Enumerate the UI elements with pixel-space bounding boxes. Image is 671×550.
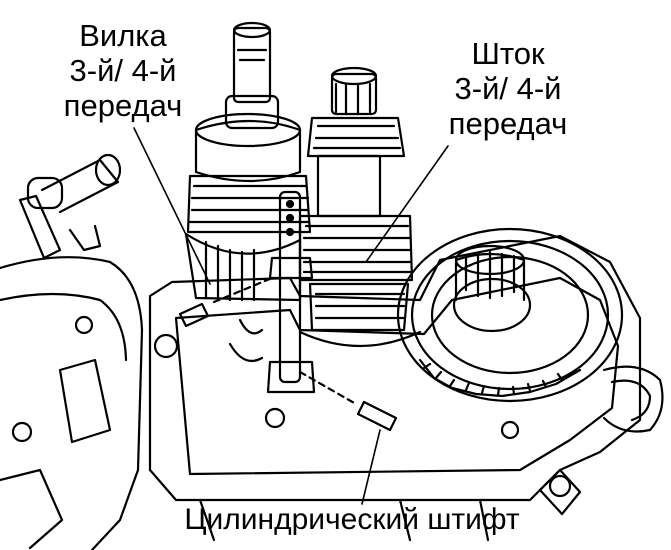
differential-ring-gear	[396, 227, 624, 403]
cylindrical-pin-label: Цилиндрический штифт	[184, 503, 520, 536]
shift-rod-label-line-2: 3-й/ 4-й	[454, 71, 562, 106]
shift-rod-label: Шток 3-й/ 4-й передач	[433, 36, 583, 141]
shift-rod-label-line-1: Шток	[471, 36, 545, 71]
leader-lines	[133, 127, 449, 505]
countershaft-gear-stack	[298, 66, 422, 348]
cylindrical-pins	[178, 276, 398, 432]
shift-fork-label-line-1: Вилка	[79, 18, 167, 53]
shift-fork-label-line-2: 3-й/ 4-й	[69, 53, 177, 88]
shift-lever	[18, 153, 122, 260]
shift-rod-label-line-3: передач	[448, 106, 568, 141]
shift-rod	[228, 190, 316, 394]
left-housing	[0, 256, 144, 550]
shift-fork-label-line-3: передач	[63, 88, 183, 123]
shift-fork-label: Вилка 3-й/ 4-й передач	[48, 18, 198, 123]
